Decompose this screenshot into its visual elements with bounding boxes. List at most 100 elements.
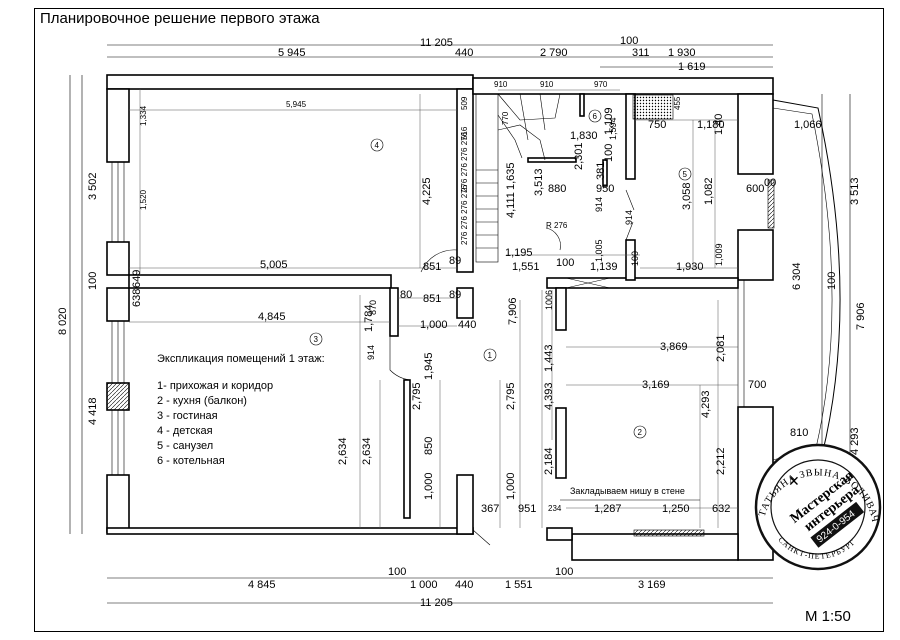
wall-top-left	[106, 74, 474, 90]
wall-left-5	[106, 474, 130, 533]
stamp-outer-ring	[754, 443, 882, 571]
dim-i-276t: 276 276 276 276	[460, 184, 469, 245]
dim-bot-100b: 100	[555, 566, 573, 578]
room-marker-6	[588, 109, 602, 123]
room-number-5: 5	[683, 170, 688, 179]
dim-i-914c: 914	[594, 197, 604, 212]
dim-top-total: 11 205	[420, 37, 453, 49]
dim-top-440: 440	[455, 47, 473, 59]
dim-i-914b: 914	[624, 210, 634, 225]
legend-item-6: 6 - котельная	[157, 455, 225, 467]
dim-i-276s: 276 276 276 276	[460, 131, 469, 192]
dim-right-3513: 3 513	[849, 177, 861, 205]
dim-bot-1000: 1 000	[410, 579, 438, 591]
dim-i-2795a: 2,795	[411, 382, 423, 410]
dim-bot-100a: 100	[388, 566, 406, 578]
dim-i-89b: 89	[449, 289, 461, 301]
dim-i-1551: 1,551	[512, 261, 540, 273]
dim-i-100d: 100	[556, 257, 574, 269]
dim-top-100: 100	[620, 35, 638, 47]
dim-i-750: 750	[648, 119, 666, 131]
dim-i-5945: 5,945	[286, 100, 307, 109]
dim-right-6304: 6 304	[791, 262, 803, 290]
dim-i-2795b: 2,795	[505, 382, 517, 410]
dim-i-1250: 1,250	[662, 503, 690, 515]
dim-i-810: 810	[790, 427, 808, 439]
windows-left	[111, 162, 745, 475]
dim-i-3513: 3,513	[533, 168, 545, 196]
wall-left-1	[106, 88, 130, 163]
dim-i-1180: 1,180	[697, 119, 725, 131]
dim-i-632: 632	[712, 503, 730, 515]
dim-i-2081: 2,081	[715, 334, 727, 362]
dim-right-4293: 4 293	[849, 427, 861, 455]
dim-bot-total: 11 205	[420, 597, 453, 609]
dim-i-1635: 1,635	[505, 162, 517, 190]
wall-left-2	[106, 241, 130, 276]
wall-boiler-2	[527, 157, 577, 163]
wall-bottom-jamb	[546, 527, 573, 541]
dim-i-4293: 4,293	[700, 390, 712, 418]
room-numbers: 1 2 3 4 5 6	[309, 109, 692, 439]
room-number-2: 2	[638, 428, 643, 437]
legend-item-5: 5 - санузел	[157, 440, 213, 452]
room-marker-2	[633, 425, 647, 439]
dim-i-1287: 1,287	[594, 503, 622, 515]
dim-i-3169: 3,169	[642, 379, 670, 391]
dim-i-5005: 5,005	[260, 259, 288, 271]
dim-bot-3169: 3 169	[638, 579, 666, 591]
wall-kitchen-left-1	[555, 287, 567, 331]
dim-i-914a: 914	[366, 345, 376, 360]
scale-label: М 1:50	[805, 608, 851, 625]
dim-i-2212: 2,212	[715, 447, 727, 475]
dim-bot-440: 440	[455, 579, 473, 591]
wall-partition-door	[403, 379, 411, 519]
dim-left-3502: 3 502	[87, 172, 99, 200]
wall-v-left-3	[456, 474, 474, 535]
wall-bottom-right	[571, 533, 739, 561]
dim-i-381: 381	[595, 162, 607, 180]
dim-i-367: 367	[481, 503, 499, 515]
dim-i-1443: 1,443	[543, 344, 555, 372]
dim-i-638: 638	[131, 289, 143, 307]
wall-kitchen-left-2	[555, 407, 567, 479]
dim-i-1009: 1,009	[714, 243, 724, 266]
dim-i-1139: 1,139	[590, 261, 618, 273]
dim-i-2634b: 2,634	[361, 437, 373, 465]
dim-i-516: 516	[460, 126, 469, 140]
dim-i-440: 440	[458, 319, 476, 331]
dim-i-1000c: 1,000	[505, 472, 517, 500]
room-number-3: 3	[314, 335, 319, 344]
dim-top-2790: 2 790	[540, 47, 568, 59]
dim-i-1830: 1,830	[570, 130, 598, 142]
stamp-cross-icon: ✕	[788, 473, 800, 489]
dim-i-851b: 851	[423, 293, 441, 305]
wall-bath-2	[625, 239, 636, 281]
dim-i-2184: 2,184	[543, 447, 555, 475]
legend-heading: Экспликация помещений 1 этаж:	[157, 353, 325, 365]
stamp-phone-band	[810, 501, 865, 548]
dim-i-234: 234	[548, 504, 562, 513]
dim-bot-4845: 4 845	[248, 579, 276, 591]
dim-i-3869: 3,869	[660, 341, 688, 353]
legend-item-2: 2 - кухня (балкон)	[157, 395, 247, 407]
wall-kitchen-top	[546, 277, 739, 289]
dim-left-100: 100	[87, 272, 99, 290]
dim-top-311: 311	[632, 47, 650, 59]
studio-stamp: ТАТЬЯНА ЗВЫНА-ВОЛИВАЧ САНКТ-ПЕТЕРБУРГ ✕ …	[754, 443, 882, 571]
dim-i-4111: 4,111	[505, 192, 517, 218]
dim-i-R276: R 276	[546, 221, 568, 230]
legend-item-1: 1- прихожая и коридор	[157, 380, 273, 392]
dim-i-880: 880	[548, 183, 566, 195]
wall-left-3	[106, 287, 130, 322]
room-number-4: 4	[375, 141, 380, 150]
dim-i-2634a: 2,634	[337, 437, 349, 465]
dim-i-100b: 100	[603, 144, 615, 162]
wall-bottom-left	[106, 527, 474, 535]
wall-partition-3	[389, 287, 399, 337]
wall-boiler-3	[602, 159, 608, 187]
room-marker-4	[370, 138, 384, 152]
dim-i-951: 951	[518, 503, 536, 515]
